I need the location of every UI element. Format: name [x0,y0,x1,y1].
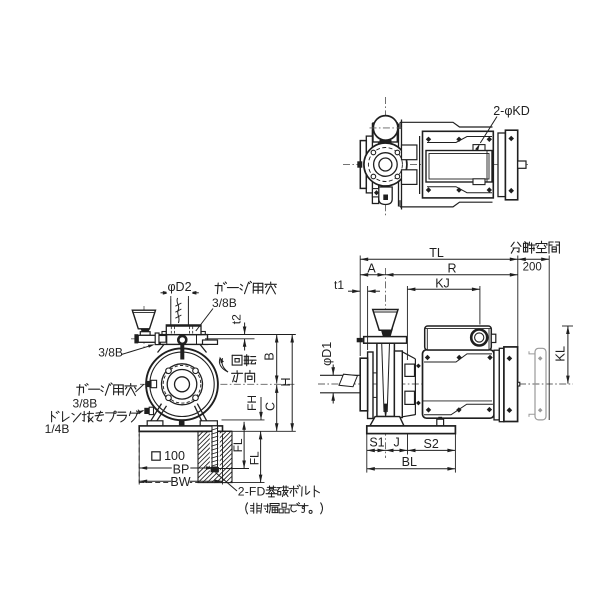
svg-text:D: D [257,485,266,499]
svg-text:FL: FL [247,451,261,465]
svg-text:3/8B: 3/8B [212,296,237,310]
svg-text:S2: S2 [424,437,439,451]
svg-text:BW: BW [170,475,190,489]
svg-text:BL: BL [402,455,417,469]
svg-text:A: A [367,261,376,275]
svg-text:t2: t2 [230,314,244,324]
svg-text:S1: S1 [369,436,384,450]
svg-text:C: C [263,402,277,411]
svg-text:2-φKD: 2-φKD [493,104,530,118]
svg-text:TL: TL [429,246,444,260]
svg-text:φD1: φD1 [320,342,334,366]
svg-text:t1: t1 [334,278,344,292]
svg-text:2: 2 [238,485,245,499]
svg-text:φD2: φD2 [167,280,191,294]
svg-text:KL: KL [553,346,568,362]
svg-text:3/8B: 3/8B [73,396,98,410]
svg-text:1/4B: 1/4B [45,422,70,436]
svg-text:BP: BP [173,462,190,476]
svg-text:FL: FL [231,438,245,452]
svg-text:KJ: KJ [435,277,450,291]
svg-text:200: 200 [523,261,542,273]
svg-text:FH: FH [245,395,259,411]
svg-text:100: 100 [164,449,185,463]
svg-text:B: B [263,352,277,360]
svg-text:3/8B: 3/8B [98,346,123,360]
svg-text:-: - [245,485,249,499]
svg-text:H: H [279,377,293,386]
svg-text:J: J [393,436,399,450]
svg-text:F: F [249,485,256,499]
svg-text:R: R [447,262,456,276]
